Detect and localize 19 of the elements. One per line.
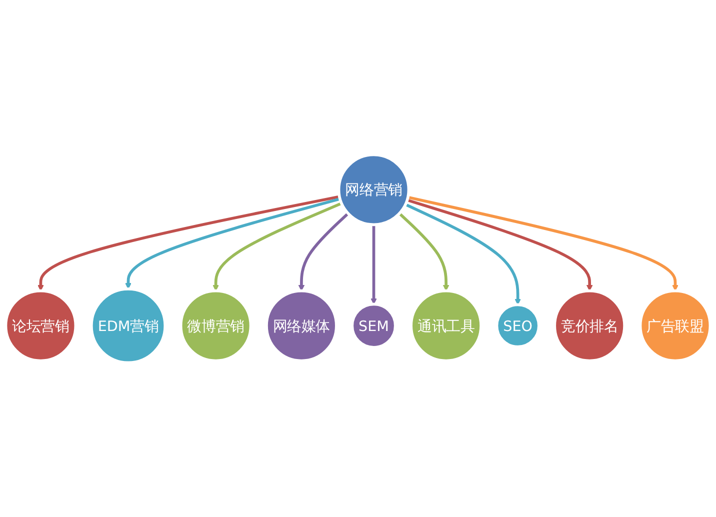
node-circle: EDM营销 <box>90 287 167 364</box>
node-circle: 广告联盟 <box>638 289 712 362</box>
arrow <box>370 224 377 304</box>
arrow <box>406 198 593 291</box>
arrow <box>298 212 350 291</box>
arrow <box>408 196 678 291</box>
arrow <box>125 197 340 290</box>
node-circle: 网络营销 <box>337 153 410 226</box>
arrow <box>404 202 521 305</box>
node-circle: 论坛营销 <box>4 289 78 362</box>
arrow <box>398 212 450 291</box>
node-circle: SEO <box>495 303 540 348</box>
arrow <box>212 202 342 291</box>
node-circle: 通讯工具 <box>410 289 482 362</box>
node-circle: 网络媒体 <box>265 289 338 362</box>
node-circle: 竞价排名 <box>553 289 626 362</box>
node-circle: SEM <box>350 302 397 349</box>
node-circle: 微博营销 <box>179 289 252 362</box>
arrow <box>38 195 340 291</box>
